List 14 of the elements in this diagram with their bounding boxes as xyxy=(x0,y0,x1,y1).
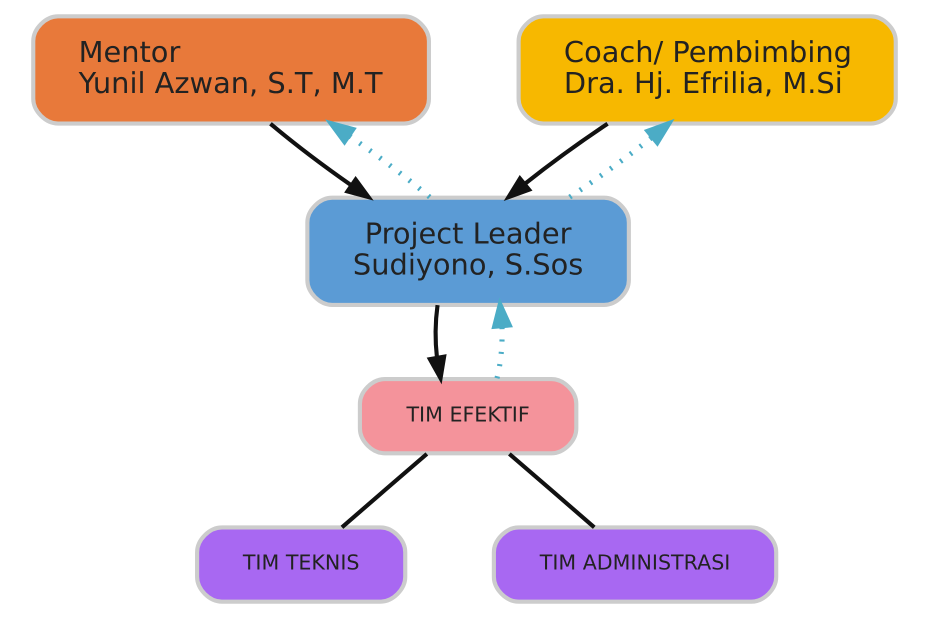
node-box: Coach/ Pembimbing Dra. Hj. Efrilia, M.Si xyxy=(516,14,898,126)
arrow xyxy=(426,304,446,384)
arrow xyxy=(490,297,512,379)
node-box: TIM TEKNIS xyxy=(194,525,407,604)
node-box: Project Leader Sudiyono, S.Sos xyxy=(304,196,630,307)
arrow xyxy=(568,118,674,200)
arrow xyxy=(324,119,431,200)
node-box: TIM EFEKTIF xyxy=(357,377,578,456)
node-box: TIM ADMINISTRASI xyxy=(491,525,778,604)
arrow xyxy=(268,122,374,201)
connector xyxy=(508,452,596,529)
connector xyxy=(340,452,428,529)
arrow xyxy=(503,122,608,202)
node-box: Mentor Yunil Azwan, S.T, M.T xyxy=(30,14,430,126)
